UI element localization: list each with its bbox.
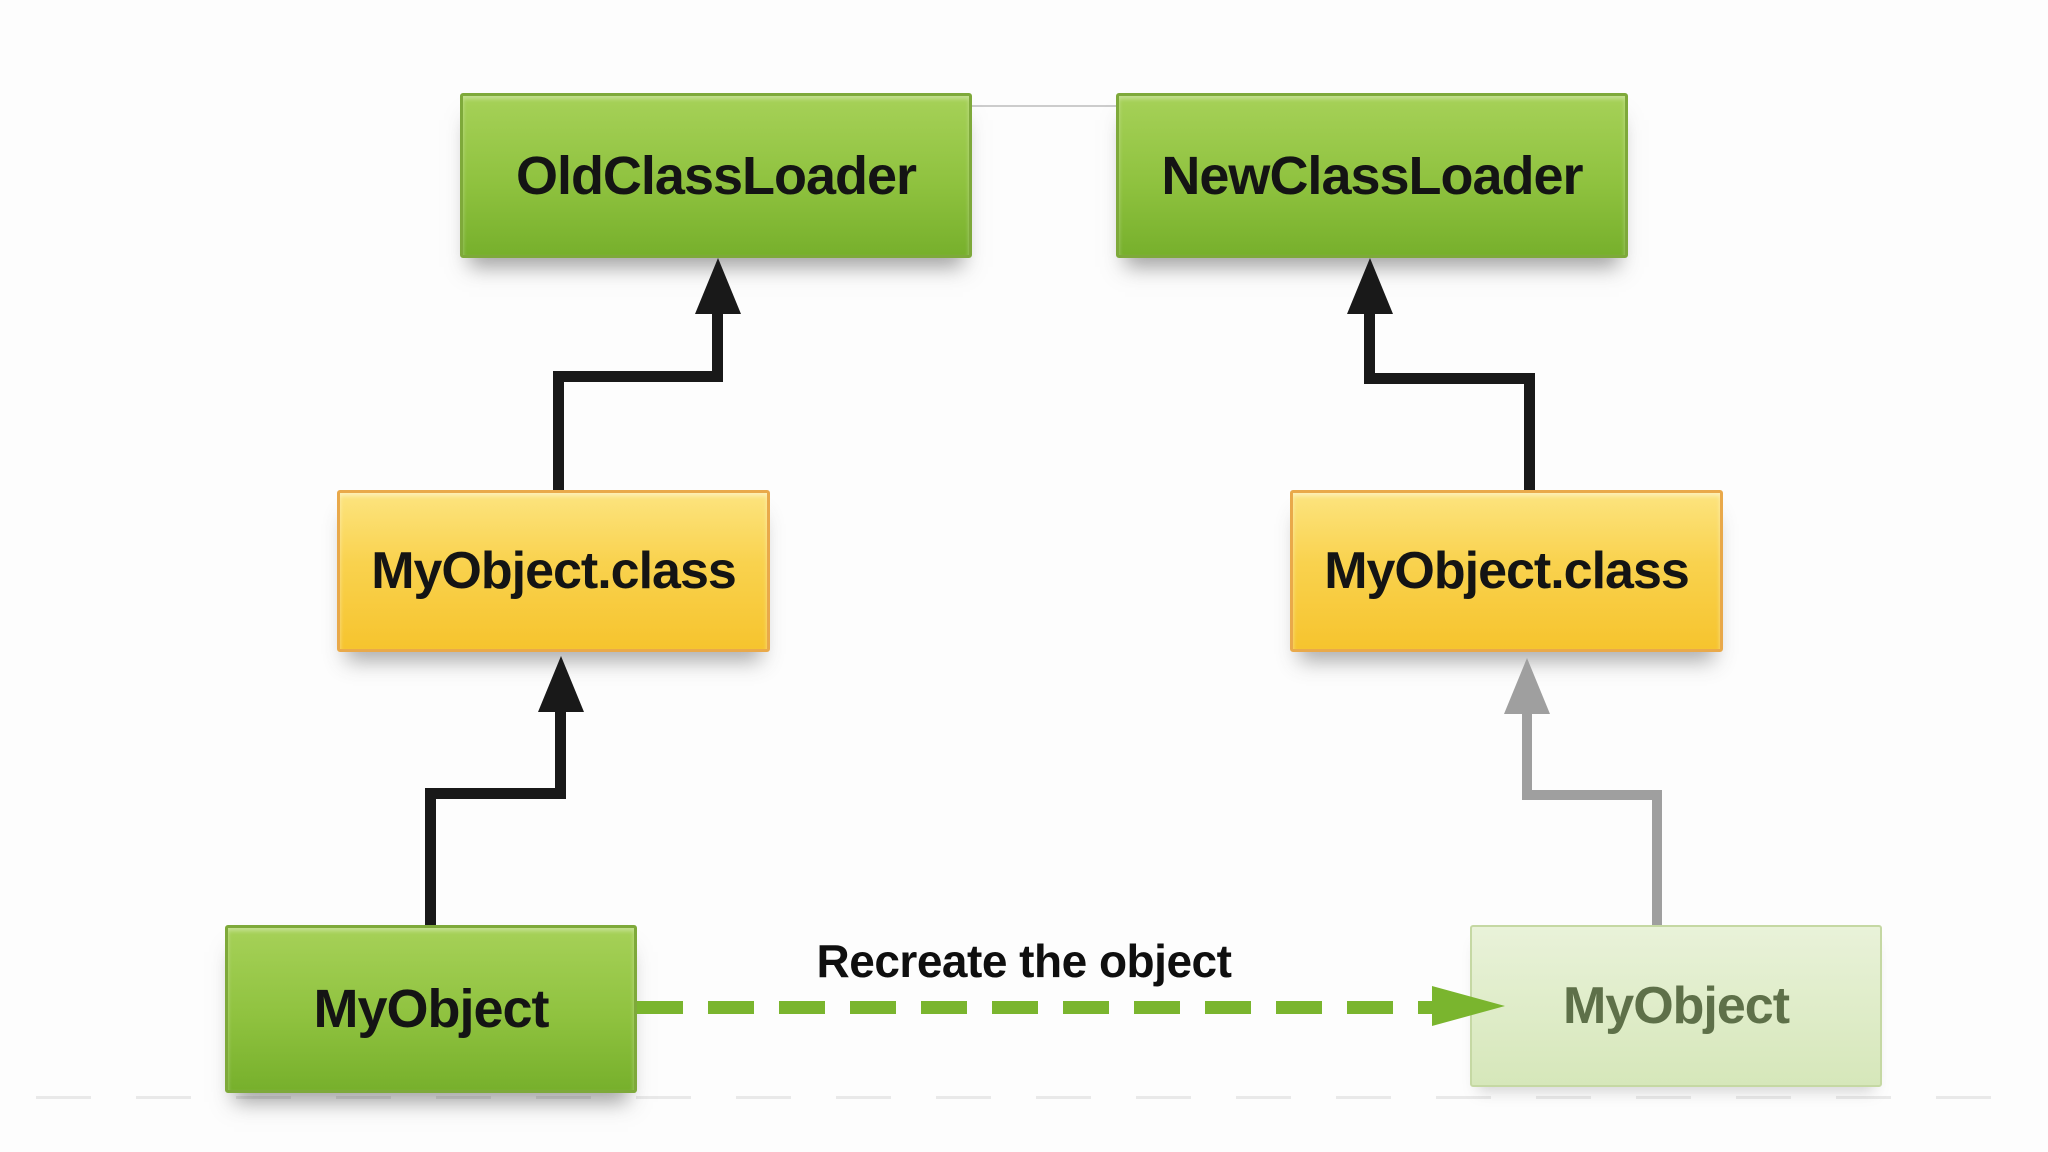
node-new-classloader: NewClassLoader bbox=[1116, 93, 1628, 258]
bottom-divider-line bbox=[36, 1096, 2012, 1099]
dashed-line bbox=[637, 1001, 1432, 1014]
arrowhead-right bbox=[1432, 986, 1505, 1026]
edge-line-segment bbox=[1364, 373, 1535, 384]
arrowhead-up-gray bbox=[1504, 658, 1550, 714]
arrowhead-up bbox=[1347, 258, 1393, 314]
node-old-classloader: OldClassLoader bbox=[460, 93, 972, 258]
edge-line-segment bbox=[425, 788, 566, 799]
edge-line-segment bbox=[1364, 310, 1375, 379]
edge-line-segment bbox=[553, 371, 564, 490]
edge-line-segment bbox=[1522, 790, 1662, 800]
edge-line-segment bbox=[1522, 712, 1532, 796]
node-label: NewClassLoader bbox=[1161, 145, 1583, 206]
edge-line-segment bbox=[1524, 373, 1535, 490]
edge-line-segment bbox=[1652, 790, 1662, 925]
node-myobject-class-left: MyObject.class bbox=[337, 490, 770, 652]
node-label: MyObject bbox=[313, 979, 549, 1039]
node-label: MyObject.class bbox=[371, 542, 737, 600]
node-label: MyObject bbox=[1562, 977, 1790, 1035]
edge-recreate-label: Recreate the object bbox=[816, 935, 1232, 987]
node-myobject-right-faded: MyObject bbox=[1470, 925, 1882, 1087]
arrowhead-up bbox=[538, 656, 584, 712]
node-label: MyObject.class bbox=[1324, 542, 1690, 600]
edge-line-segment bbox=[555, 708, 566, 794]
node-myobject-left: MyObject bbox=[225, 925, 637, 1093]
node-label: OldClassLoader bbox=[515, 145, 917, 206]
edge-line-segment bbox=[425, 788, 436, 925]
arrowhead-up bbox=[695, 258, 741, 314]
top-connector-line bbox=[972, 105, 1116, 107]
edge-line-segment bbox=[712, 310, 723, 377]
node-myobject-class-right: MyObject.class bbox=[1290, 490, 1723, 652]
edge-line-segment bbox=[553, 371, 723, 382]
